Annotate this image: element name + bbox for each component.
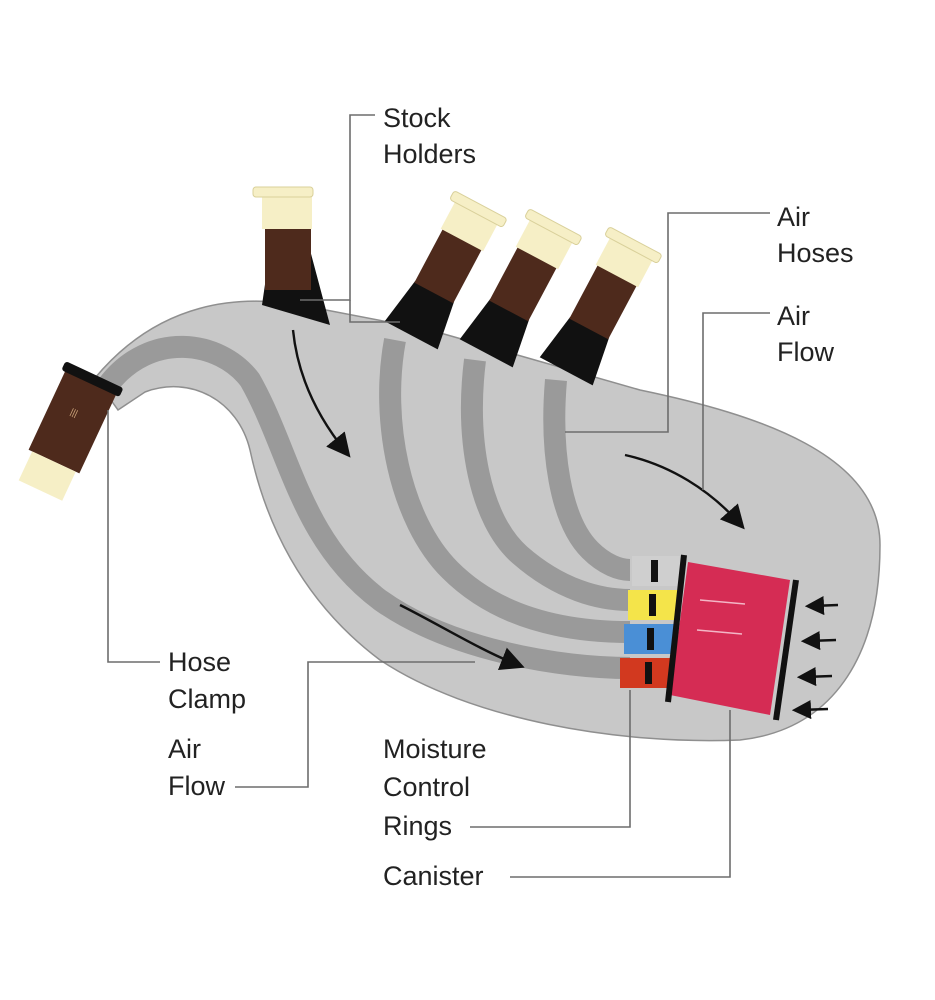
air-hose [543,379,631,581]
label-line: Moisture [383,734,487,764]
air-flow-arrows [291,329,839,720]
label-moisture-control-rings: Moisture Control Rings [383,734,487,841]
intake-arrow [804,595,839,616]
canister [665,554,799,721]
intake-arrow [791,699,829,720]
label-air-hoses: Air Hoses [777,202,854,268]
stock-holder [539,227,662,386]
label-line: Stock [383,103,451,133]
stock-holder [459,209,582,368]
label-line: Hose [168,647,231,677]
stock-holder [252,186,330,325]
label-stock-holders: Stock Holders [383,103,476,169]
label-line: Hoses [777,238,854,268]
air-flow-arrow [624,453,745,530]
label-canister: Canister [383,861,484,891]
label-air-flow-left: Air Flow [168,734,226,801]
label-line: Flow [168,771,226,801]
moisture-control-rings [620,556,680,688]
label-line: Air [777,301,810,331]
intake-arrow [800,630,837,651]
air-hose [379,337,631,643]
label-hose-clamp: Hose Clamp [168,647,246,714]
svg-text:|||: ||| [69,406,80,418]
label-line: Canister [383,861,484,891]
intake-arrow [796,666,833,687]
label-line: Control [383,772,470,802]
label-line: Air [168,734,201,764]
stock-holder [384,191,507,350]
blowpipe-stock: ||| [18,362,123,501]
air-hose [461,358,631,611]
label-line: Rings [383,811,452,841]
label-line: Holders [383,139,476,169]
label-line: Clamp [168,684,246,714]
leader-lines [107,114,770,878]
air-flow-arrow [291,329,351,458]
label-line: Air [777,202,810,232]
label-line: Flow [777,337,835,367]
air-flow-arrow [399,603,525,670]
label-air-flow-right: Air Flow [777,301,835,367]
